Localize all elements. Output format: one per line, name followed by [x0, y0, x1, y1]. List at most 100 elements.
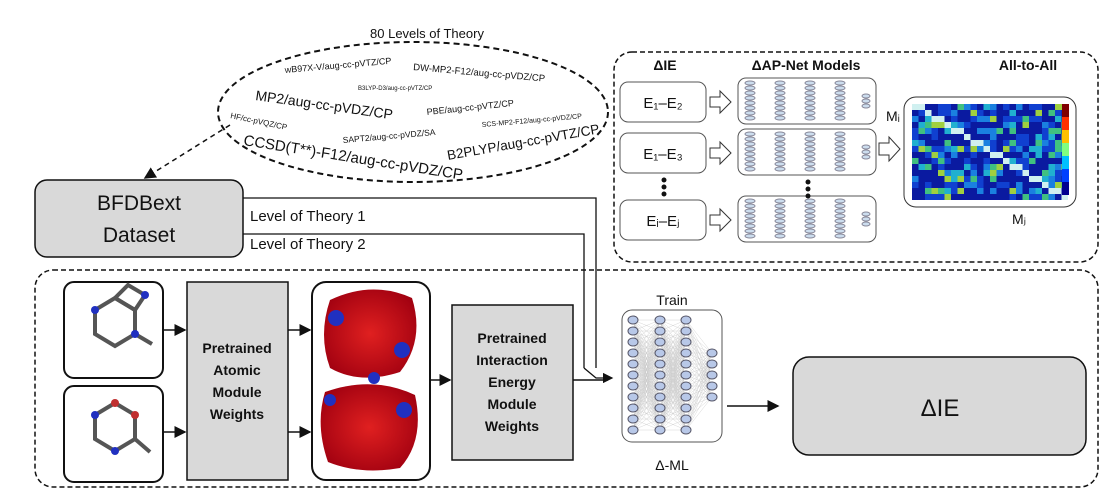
neuron: [680, 381, 692, 391]
weights-label: Pretrained: [202, 340, 271, 356]
heatmap-cell: [918, 104, 925, 110]
neuron: [834, 203, 846, 209]
neuron: [774, 141, 786, 147]
heatmap-cell: [970, 122, 977, 128]
heatmap-cell: [912, 146, 919, 152]
heatmap-cell: [983, 128, 990, 134]
neuron: [834, 223, 846, 229]
heatmap-cell: [925, 182, 932, 188]
heatmap-cell: [983, 140, 990, 146]
neuron: [654, 359, 666, 369]
heatmap-cell: [977, 110, 984, 116]
heatmap-cell: [983, 194, 990, 200]
heatmap-cell: [1016, 170, 1023, 176]
heatmap-cell: [1035, 140, 1042, 146]
heatmap-cell: [1029, 122, 1036, 128]
heatmap-cell: [1009, 122, 1016, 128]
connection: [659, 319, 687, 343]
heatmap-cell: [996, 104, 1003, 110]
heatmap-cell: [931, 176, 938, 182]
neuron: [834, 141, 846, 147]
neuron: [861, 149, 871, 155]
neuron: [744, 151, 756, 157]
neuron: [706, 370, 718, 380]
connection: [632, 385, 661, 431]
heatmap-cell: [1042, 110, 1049, 116]
heatmap-cell: [925, 134, 932, 140]
heatmap-cell: [1003, 188, 1010, 194]
heatmap-cell: [977, 194, 984, 200]
weights-label: Interaction: [476, 352, 548, 368]
pair-box: [619, 81, 707, 123]
heatmap-cell: [912, 140, 919, 146]
heatmap-cell: [1016, 152, 1023, 158]
heatmap-cell: [918, 110, 925, 116]
neuron: [774, 208, 786, 214]
all-to-all-panel: [613, 51, 1099, 263]
heatmap-cell: [1055, 194, 1062, 200]
heatmap-cell: [1048, 110, 1055, 116]
connection: [659, 319, 687, 431]
colorbar-segment: [1062, 117, 1069, 130]
heatmap-cell: [1022, 170, 1029, 176]
heatmap-cell: [931, 104, 938, 110]
heatmap-cell: [977, 140, 984, 146]
heatmap-cell: [1016, 176, 1023, 182]
heatmap-cell: [1009, 158, 1016, 164]
heatmap-cell: [938, 122, 945, 128]
neuron: [834, 233, 846, 239]
heatmap-cell: [1035, 110, 1042, 116]
neuron: [834, 198, 846, 204]
heatmap-cell: [990, 110, 997, 116]
neuron: [744, 213, 756, 219]
heatmap-cell: [990, 122, 997, 128]
heatmap-cell: [1003, 128, 1010, 134]
heatmap-cell: [964, 134, 971, 140]
heatmap-cell: [957, 170, 964, 176]
neuron: [744, 80, 756, 86]
heatmap-cell: [1016, 146, 1023, 152]
heatmap-cell: [938, 152, 945, 158]
all-header: All-to-All: [999, 57, 1057, 73]
heatmap-cell: [944, 194, 951, 200]
heatmap-cell: [957, 110, 964, 116]
method-label: MP2/aug-cc-pVDZ/CP: [255, 87, 394, 122]
heatmap-cell: [944, 116, 951, 122]
heatmap-cell: [1003, 152, 1010, 158]
mj-label: Mⱼ: [1012, 211, 1026, 227]
heatmap-cell: [977, 170, 984, 176]
connection: [685, 352, 713, 398]
connection: [659, 319, 687, 409]
heatmap-cell: [1035, 128, 1042, 134]
heatmap-cell: [1029, 176, 1036, 182]
heatmap-cell: [996, 110, 1003, 116]
heatmap-cell: [951, 140, 958, 146]
heatmap-cell: [1003, 176, 1010, 182]
delta-ml-label: Δ-ML: [655, 457, 689, 473]
heatmap-cell: [957, 164, 964, 170]
heatmap-cell: [918, 170, 925, 176]
heatmap-cell: [1055, 170, 1062, 176]
heatmap-cell: [977, 164, 984, 170]
heatmap-cell: [918, 140, 925, 146]
neuron: [680, 337, 692, 347]
heatmap-cell: [996, 164, 1003, 170]
heatmap-cell: [983, 146, 990, 152]
neuron: [744, 105, 756, 111]
hollow-arrow-icon: [709, 207, 732, 233]
neuron: [774, 90, 786, 96]
heatmap-cell: [931, 110, 938, 116]
connection: [659, 319, 687, 365]
weights-label: Pretrained: [477, 330, 546, 346]
neuron: [774, 161, 786, 167]
heatmap-cell: [977, 176, 984, 182]
heatmap-cell: [925, 158, 932, 164]
neuron: [834, 146, 846, 152]
heatmap-cell: [931, 146, 938, 152]
neuron: [861, 93, 871, 99]
pair-box: [619, 132, 707, 174]
heatmap-cell: [912, 176, 919, 182]
neuron: [804, 80, 816, 86]
heatmap-cell: [912, 134, 919, 140]
heatmap-cell: [931, 170, 938, 176]
